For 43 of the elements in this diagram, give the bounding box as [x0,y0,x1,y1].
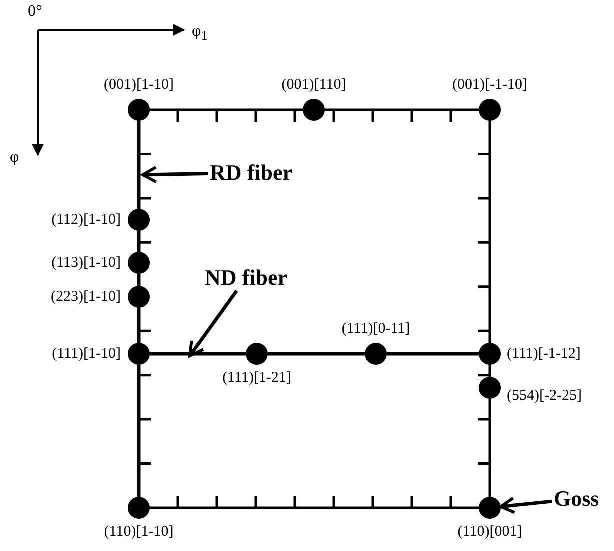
orientation-point [303,99,325,121]
fiber-label: ND fiber [205,267,288,289]
axis-label: 0° [28,4,42,20]
axis-label: φ [10,150,20,166]
orientation-label: (554)[-2-25] [507,388,582,404]
orientation-point [128,252,150,274]
orientation-point [128,497,150,519]
fiber-line [268,352,365,356]
fiber-label: Goss [554,488,600,510]
orientation-point [128,99,150,121]
fiber-line [137,231,141,252]
orientation-label: (112)[1-10] [52,212,121,228]
arrow [188,290,238,358]
orientation-point [128,209,150,231]
orientation-label: (111)[-1-12] [507,346,581,362]
orientation-label: (110)[001] [458,525,522,540]
orientation-point [365,343,387,365]
fiber-line [137,274,141,286]
orientation-point [246,343,268,365]
orientation-label: (001)[110] [282,78,346,93]
axis-label: φ$_{1}$ [192,24,208,43]
orientation-label: (113)[1-10] [52,256,121,270]
arrow [499,496,552,514]
orientation-point [479,497,501,519]
orientation-point [479,343,501,365]
fiber-label: RD fiber [210,162,292,184]
orientation-label: (223)[1-10] [51,290,121,304]
orientation-point [128,286,150,308]
orientation-label: (111)[1-21] [222,371,292,386]
fiber-line [387,352,479,356]
fiber-line [150,352,246,356]
fiber-line [137,365,141,497]
orientation-point [479,99,501,121]
orientation-label: (111)[1-10] [52,346,121,362]
orientation-point [128,343,150,365]
orientation-label: (001)[-1-10] [452,78,528,93]
arrow [142,166,208,184]
orientation-label: (110)[1-10] [104,525,174,540]
orientation-point [479,377,501,399]
fiber-line [137,121,141,209]
fiber-line [137,308,141,343]
orientation-label: (001)[1-10] [104,78,174,93]
orientation-label: (111)[0-11] [342,322,410,337]
